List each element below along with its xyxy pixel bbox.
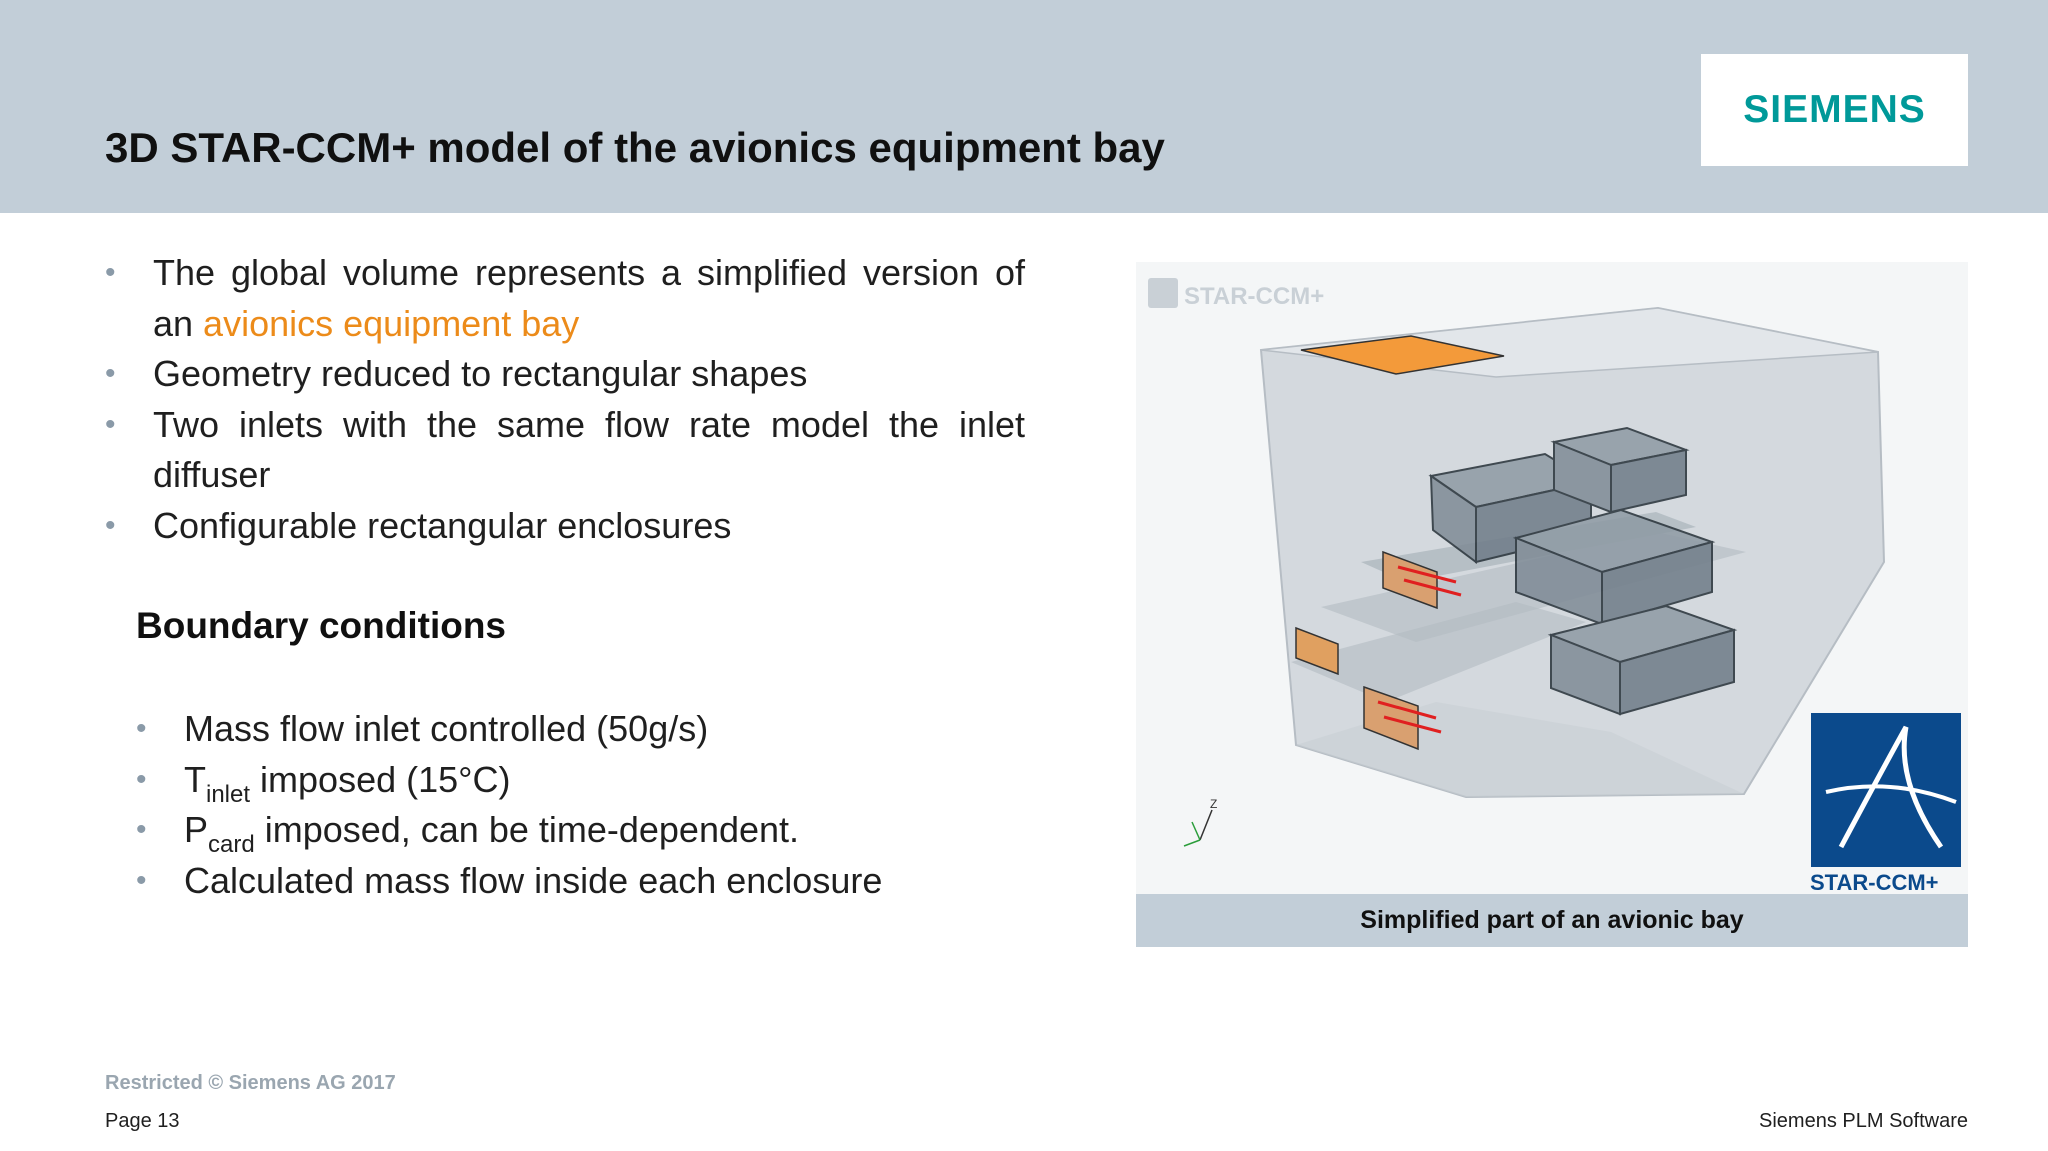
star-ccm-logo-swoosh	[1838, 725, 1944, 849]
bullet-item: • Geometry reduced to rectangular shapes	[105, 349, 1025, 400]
bullet-text: Calculated mass flow inside each enclosu…	[184, 859, 883, 901]
bullet-item: • The global volume represents a simplifi…	[105, 248, 1025, 349]
flow-arrow	[1403, 578, 1462, 597]
bullet-item: • Tinlet imposed (15°C)	[136, 755, 1036, 808]
inlet-patch	[1295, 626, 1339, 676]
enclosure-group	[1428, 426, 1738, 716]
siemens-logo-text: SIEMENS	[1743, 88, 1926, 131]
symbol-main: T	[184, 758, 206, 800]
bullet-text: imposed, can be time-dependent.	[254, 809, 800, 850]
slide-title: 3D STAR-CCM+ model of the avionics equip…	[105, 124, 1165, 171]
avionics-bay-figure: STAR-CCM+	[1136, 262, 1968, 894]
intro-bullets: • The global volume represents a simplifi…	[105, 248, 1025, 551]
inlet-patch	[1382, 550, 1438, 610]
siemens-logo: SIEMENS	[1701, 54, 1968, 166]
bullet-item: • Configurable rectangular enclosures	[105, 501, 1025, 552]
enclosure-side-face	[1550, 633, 1621, 716]
avionics-bay-render: STAR-CCM+	[1148, 278, 1961, 894]
symbol-subscript: inlet	[206, 780, 251, 808]
bullet-item: • Mass flow inlet controlled (50g/s)	[136, 704, 1036, 755]
company-name: Siemens PLM Software	[1759, 1110, 1968, 1132]
bullet-dot-icon: •	[105, 256, 116, 289]
inlet-top	[1300, 335, 1505, 375]
flow-arrow	[1377, 700, 1437, 720]
boundary-bullets: • Mass flow inlet controlled (50g/s) • Tin…	[136, 704, 1036, 906]
bullet-item: • Pcard imposed, can be time-dependent.	[136, 805, 1036, 858]
figure-caption: Simplified part of an avionic bay	[1136, 894, 1968, 947]
bullet-dot-icon: •	[136, 863, 147, 897]
bullet-dot-icon: •	[105, 357, 116, 390]
bullet-text: Configurable rectangular enclosures	[153, 504, 732, 546]
bullet-item: • Calculated mass flow inside each enclos…	[136, 856, 1036, 907]
bullet-dot-icon: •	[105, 407, 116, 441]
side-inlets	[1295, 550, 1462, 751]
page-number: Page 13	[105, 1110, 180, 1132]
watermark-text: STAR-CCM+	[1184, 283, 1324, 310]
symbol-main: P	[184, 809, 209, 850]
header-band: 3D STAR-CCM+ model of the avionics equip…	[0, 0, 2048, 213]
flow-arrows	[1377, 565, 1462, 734]
axis-triad-icon	[1183, 809, 1213, 847]
flow-arrow	[1383, 715, 1442, 734]
symbol-subscript: card	[208, 831, 255, 858]
watermark-icon	[1148, 278, 1178, 308]
highlight-text: avionics equipment bay	[203, 302, 580, 344]
star-ccm-logo-arc	[1825, 784, 1957, 804]
bullet-text: Two inlets with the same flow rate model…	[153, 403, 1025, 496]
y-axis-line	[1191, 821, 1201, 841]
bullet-text: Mass flow inlet controlled (50g/s)	[184, 708, 709, 749]
star-ccm-logo-text: STAR-CCM+	[1810, 870, 1939, 894]
bullet-item: • Two inlets with the same flow rate mode…	[105, 400, 1025, 501]
axis-z-label: Z	[1210, 797, 1217, 811]
bullet-text: Geometry reduced to rectangular shapes	[153, 353, 808, 394]
bullet-dot-icon: •	[136, 813, 147, 846]
shelf-lower	[1291, 602, 1586, 702]
flow-arrow	[1397, 565, 1457, 584]
boundary-conditions-heading: Boundary conditions	[136, 605, 506, 646]
bullet-text: The global volume represents a simplifie…	[153, 252, 1025, 344]
bullet-dot-icon: •	[136, 712, 147, 745]
z-axis-line	[1199, 809, 1213, 841]
restricted-notice: Restricted © Siemens AG 2017	[105, 1072, 396, 1094]
bullet-dot-icon: •	[105, 508, 116, 542]
x-axis-line	[1183, 839, 1201, 847]
bullet-text: imposed (15°C)	[250, 758, 511, 800]
bullet-dot-icon: •	[136, 762, 147, 796]
